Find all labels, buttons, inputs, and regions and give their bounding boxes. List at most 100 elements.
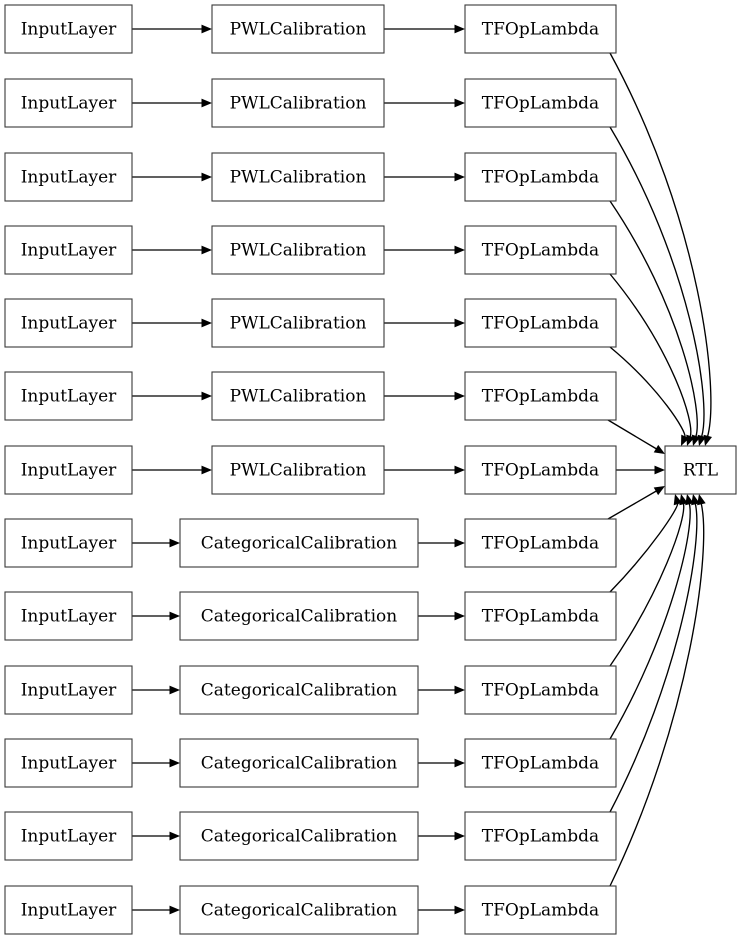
node-tf-op-lambda[interactable]: TFOpLambda	[464, 885, 617, 935]
node-box-tf-op-lambda[interactable]	[464, 885, 617, 935]
node-input-layer[interactable]: InputLayer	[4, 298, 133, 348]
node-calibration[interactable]: PWLCalibration	[211, 78, 385, 128]
node-calibration[interactable]: CategoricalCalibration	[179, 738, 419, 788]
node-box-calibration[interactable]	[211, 4, 385, 54]
node-input-layer[interactable]: InputLayer	[4, 371, 133, 421]
node-calibration[interactable]: CategoricalCalibration	[179, 885, 419, 935]
edge-op-to-rtl-8-line	[609, 502, 679, 593]
edge-op-to-rtl-1-line	[609, 126, 705, 438]
edge-calibration-to-op-8-arrowhead	[454, 611, 465, 621]
node-box-input-layer[interactable]	[4, 298, 133, 348]
node-tf-op-lambda[interactable]: TFOpLambda	[464, 738, 617, 788]
edge-input-to-calibration-10-arrowhead	[169, 758, 180, 768]
node-tf-op-lambda[interactable]: TFOpLambda	[464, 152, 617, 202]
node-box-calibration[interactable]	[211, 78, 385, 128]
node-calibration[interactable]: PWLCalibration	[211, 225, 385, 275]
node-calibration[interactable]: PWLCalibration	[211, 445, 385, 495]
node-box-tf-op-lambda[interactable]	[464, 152, 617, 202]
node-calibration[interactable]: CategoricalCalibration	[179, 665, 419, 715]
node-box-input-layer[interactable]	[4, 445, 133, 495]
edge-calibration-to-op-6	[384, 465, 465, 475]
node-box-rtl[interactable]	[664, 445, 737, 495]
node-calibration[interactable]: CategoricalCalibration	[179, 591, 419, 641]
node-calibration[interactable]: PWLCalibration	[211, 4, 385, 54]
node-box-tf-op-lambda[interactable]	[464, 738, 617, 788]
node-input-layer[interactable]: InputLayer	[4, 4, 133, 54]
node-box-tf-op-lambda[interactable]	[464, 4, 617, 54]
edge-op-to-rtl-10	[609, 494, 694, 740]
node-input-layer[interactable]: InputLayer	[4, 78, 133, 128]
node-input-layer[interactable]: InputLayer	[4, 665, 133, 715]
edge-op-to-rtl-5-line	[607, 419, 658, 450]
node-box-tf-op-lambda[interactable]	[464, 298, 617, 348]
node-box-tf-op-lambda[interactable]	[464, 225, 617, 275]
node-calibration[interactable]: CategoricalCalibration	[179, 518, 419, 568]
node-box-tf-op-lambda[interactable]	[464, 78, 617, 128]
node-box-tf-op-lambda[interactable]	[464, 445, 617, 495]
node-tf-op-lambda[interactable]: TFOpLambda	[464, 225, 617, 275]
edge-op-to-rtl-11-line	[609, 503, 698, 813]
edge-calibration-to-op-9	[418, 685, 465, 695]
edge-calibration-to-op-11-arrowhead	[454, 831, 465, 841]
node-tf-op-lambda[interactable]: TFOpLambda	[464, 811, 617, 861]
edge-op-to-rtl-0-arrowhead	[703, 434, 713, 446]
edge-calibration-to-op-12-arrowhead	[454, 905, 465, 915]
node-box-calibration[interactable]	[179, 591, 419, 641]
node-tf-op-lambda[interactable]: TFOpLambda	[464, 445, 617, 495]
node-box-input-layer[interactable]	[4, 371, 133, 421]
node-box-calibration[interactable]	[179, 518, 419, 568]
node-box-input-layer[interactable]	[4, 665, 133, 715]
node-box-calibration[interactable]	[211, 152, 385, 202]
node-box-input-layer[interactable]	[4, 591, 133, 641]
node-tf-op-lambda[interactable]: TFOpLambda	[464, 518, 617, 568]
node-box-input-layer[interactable]	[4, 78, 133, 128]
node-box-input-layer[interactable]	[4, 811, 133, 861]
node-box-input-layer[interactable]	[4, 152, 133, 202]
node-tf-op-lambda[interactable]: TFOpLambda	[464, 371, 617, 421]
node-box-tf-op-lambda[interactable]	[464, 518, 617, 568]
node-box-input-layer[interactable]	[4, 738, 133, 788]
node-box-calibration[interactable]	[179, 738, 419, 788]
node-input-layer[interactable]: InputLayer	[4, 885, 133, 935]
node-input-layer[interactable]: InputLayer	[4, 811, 133, 861]
node-tf-op-lambda[interactable]: TFOpLambda	[464, 298, 617, 348]
node-box-input-layer[interactable]	[4, 4, 133, 54]
node-input-layer[interactable]: InputLayer	[4, 518, 133, 568]
edge-op-to-rtl-6	[616, 465, 665, 475]
node-box-calibration[interactable]	[179, 885, 419, 935]
node-tf-op-lambda[interactable]: TFOpLambda	[464, 4, 617, 54]
edge-op-to-rtl-4-line	[609, 346, 686, 438]
node-tf-op-lambda[interactable]: TFOpLambda	[464, 78, 617, 128]
node-box-tf-op-lambda[interactable]	[464, 371, 617, 421]
edge-input-to-calibration-3-arrowhead	[201, 245, 212, 255]
node-tf-op-lambda[interactable]: TFOpLambda	[464, 665, 617, 715]
node-input-layer[interactable]: InputLayer	[4, 152, 133, 202]
node-box-input-layer[interactable]	[4, 225, 133, 275]
node-calibration[interactable]: PWLCalibration	[211, 298, 385, 348]
node-rtl[interactable]: RTL	[664, 445, 737, 495]
node-box-tf-op-lambda[interactable]	[464, 591, 617, 641]
node-tf-op-lambda[interactable]: TFOpLambda	[464, 591, 617, 641]
edge-input-to-calibration-6-arrowhead	[201, 465, 212, 475]
node-input-layer[interactable]: InputLayer	[4, 225, 133, 275]
node-box-calibration[interactable]	[211, 225, 385, 275]
node-box-calibration[interactable]	[211, 445, 385, 495]
edge-calibration-to-op-2	[384, 172, 465, 182]
edge-op-to-rtl-4	[609, 346, 690, 446]
edge-calibration-to-op-2-arrowhead	[454, 172, 465, 182]
node-box-input-layer[interactable]	[4, 518, 133, 568]
node-box-calibration[interactable]	[211, 298, 385, 348]
node-box-input-layer[interactable]	[4, 885, 133, 935]
node-calibration[interactable]: PWLCalibration	[211, 152, 385, 202]
node-box-calibration[interactable]	[179, 811, 419, 861]
node-box-tf-op-lambda[interactable]	[464, 811, 617, 861]
node-calibration[interactable]: PWLCalibration	[211, 371, 385, 421]
node-box-calibration[interactable]	[211, 371, 385, 421]
node-input-layer[interactable]: InputLayer	[4, 445, 133, 495]
node-input-layer[interactable]: InputLayer	[4, 738, 133, 788]
edge-calibration-to-op-11	[418, 831, 465, 841]
node-input-layer[interactable]: InputLayer	[4, 591, 133, 641]
node-box-tf-op-lambda[interactable]	[464, 665, 617, 715]
node-calibration[interactable]: CategoricalCalibration	[179, 811, 419, 861]
node-box-calibration[interactable]	[179, 665, 419, 715]
